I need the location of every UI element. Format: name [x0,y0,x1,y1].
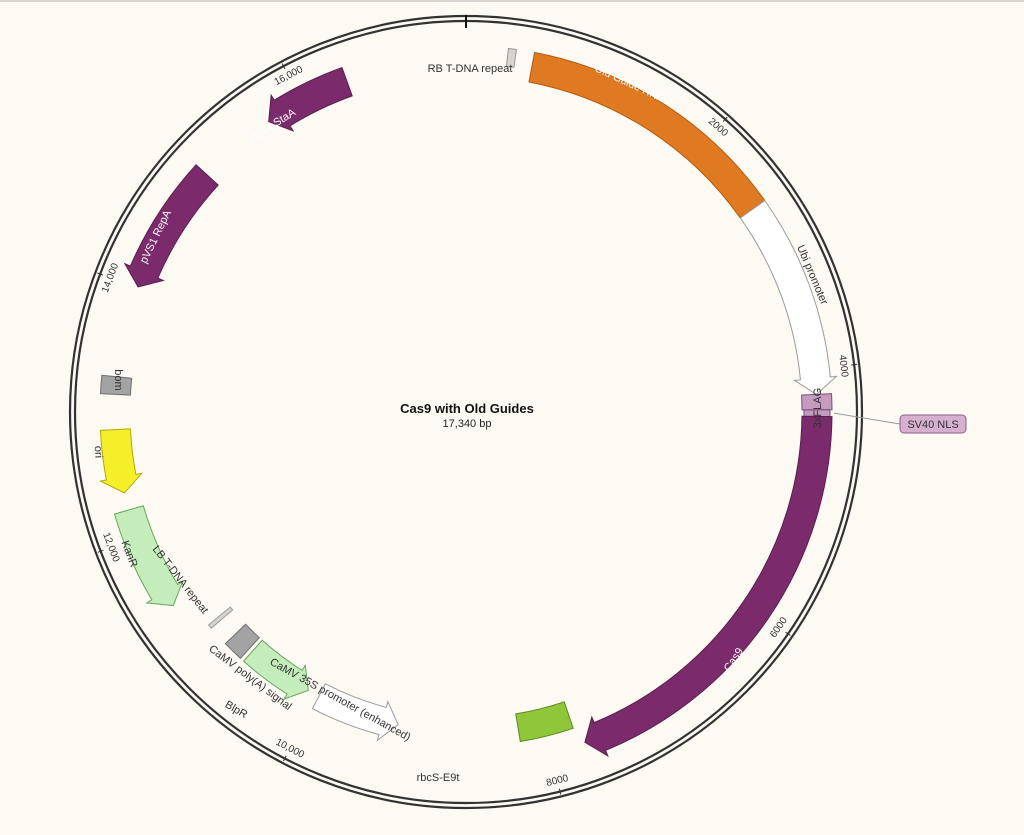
tick-label: 4000 [836,354,850,378]
feature-label: rbcS-E9t [417,772,460,784]
feature-kanr [113,505,184,607]
feature-old-guide-rnas [528,51,766,219]
feature-camv-poly-a-signal [224,623,261,660]
tick-mark [722,116,728,122]
feature-label: bom [112,369,124,390]
feature-label: RB T-DNA repeat [428,63,513,75]
feature-blpr [242,639,309,701]
feature-arrows [98,47,838,758]
feature-rb-t-dna-repeat [505,47,517,68]
plasmid-backbone [68,14,864,810]
feature-cas9 [584,415,833,758]
tick-mark [785,631,791,636]
feature-ori [98,428,144,494]
feature-pvs1-repa [123,164,219,288]
plasmid-name: Cas9 with Old Guides [400,401,534,416]
feature-label: 3xFLAG [812,388,824,428]
feature-label: ori [92,446,105,459]
sv40-nls-callout [899,414,967,434]
tick-mark [282,755,287,762]
tick-mark [97,272,104,276]
tick-label: 16,000 [273,64,306,88]
plasmid-length: 17,340 bp [443,418,492,430]
feature-pvs1-staa [268,66,353,132]
feature-ubi-promoter [739,199,838,395]
callout-line [833,412,901,425]
tick-mark [851,363,858,366]
feature-camv-35s-promoter-enhanced [311,683,399,742]
feature-bom [99,374,133,396]
feature-lb-t-dna-repeat [207,606,234,629]
top-border [0,0,1024,2]
tick-mark [558,788,562,795]
feature-3xflag [801,393,833,411]
tick-label: 10,000 [274,737,307,761]
feature-label: SV40 NLS [907,419,958,431]
tick-label: 8000 [545,773,570,789]
tick-mark [281,63,286,70]
feature-label: BlpR [223,699,250,721]
tick-mark [97,549,104,553]
feature-rbcs-e9t [515,701,574,743]
